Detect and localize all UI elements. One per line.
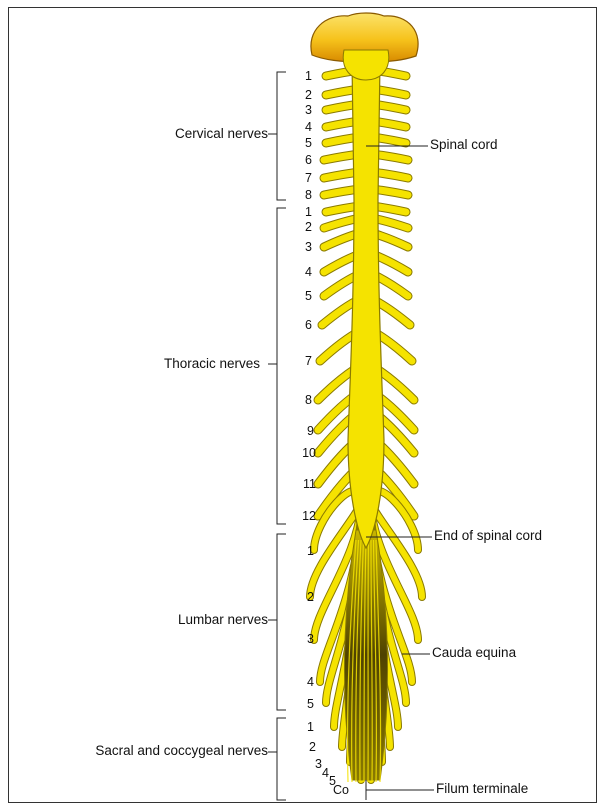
cauda-streak — [372, 539, 378, 783]
cauda-streak — [370, 539, 373, 783]
thoracic-number: 1 — [305, 205, 312, 219]
leader-lines — [366, 145, 434, 791]
cauda-streak — [355, 539, 362, 783]
group-bracket — [276, 71, 286, 201]
thoracic-number: 4 — [305, 265, 312, 279]
lumbar-number: 5 — [307, 697, 314, 711]
cervical-number: 8 — [305, 188, 312, 202]
sacral-number: 1 — [307, 720, 314, 734]
spinal-cord-label: Spinal cord — [430, 137, 498, 152]
cauda-equina-label: Cauda equina — [432, 645, 517, 660]
thoracic-number: 2 — [305, 220, 312, 234]
lumbar-number: 1 — [307, 544, 314, 558]
filum-terminale-label: Filum terminale — [436, 781, 529, 796]
cauda-streak — [375, 539, 382, 783]
lumbar-number: 4 — [307, 675, 314, 689]
group-bracket — [276, 717, 286, 801]
cervical-nerves-label: Cervical nerves — [174, 126, 268, 141]
cervical-number: 1 — [305, 69, 312, 83]
lumbar-nerves-label: Lumbar nerves — [177, 612, 268, 627]
thoracic-number: 9 — [307, 424, 314, 438]
sacral-number: 5 — [329, 774, 336, 788]
spinal-cord-shape — [347, 61, 385, 550]
cauda-streak — [351, 539, 360, 783]
cervical-number: 7 — [305, 171, 312, 185]
figure-frame — [8, 7, 597, 803]
thoracic-number: 12 — [302, 509, 316, 523]
cauda-streak — [363, 539, 367, 783]
thoracic-nerves-label: Thoracic nerves — [163, 356, 260, 371]
group-bracket — [276, 533, 286, 711]
coccygeal-number: Co — [333, 783, 349, 797]
cauda-streak — [359, 539, 365, 783]
thoracic-number: 6 — [305, 318, 312, 332]
group-brackets — [268, 71, 286, 801]
spinal-cord-body — [310, 12, 419, 800]
group-bracket — [276, 207, 286, 525]
brain-stem — [342, 49, 390, 81]
lumbar-number: 2 — [307, 590, 314, 604]
sacral-number: 3 — [315, 757, 322, 771]
cauda-streak — [367, 539, 370, 783]
cauda-streak — [346, 539, 357, 783]
thoracic-number: 11 — [303, 477, 316, 491]
cervical-number: 3 — [305, 103, 312, 117]
sacral-number: 4 — [322, 766, 329, 780]
cervical-number: 5 — [305, 136, 312, 150]
end-of-spinal-cord-label: End of spinal cord — [434, 528, 543, 543]
lumbar-number: 3 — [307, 632, 314, 646]
cervical-number: 6 — [305, 153, 312, 167]
cervical-number: 4 — [305, 120, 312, 134]
thoracic-number: 8 — [305, 393, 312, 407]
sacral-number: 2 — [309, 740, 316, 754]
cervical-number: 2 — [305, 88, 312, 102]
thoracic-number: 10 — [302, 446, 316, 460]
thoracic-number: 7 — [305, 354, 312, 368]
thoracic-number: 5 — [305, 289, 312, 303]
thoracic-number: 3 — [305, 240, 312, 254]
sacral-coccygeal-nerves-label: Sacral and coccygeal nerves — [95, 743, 268, 758]
